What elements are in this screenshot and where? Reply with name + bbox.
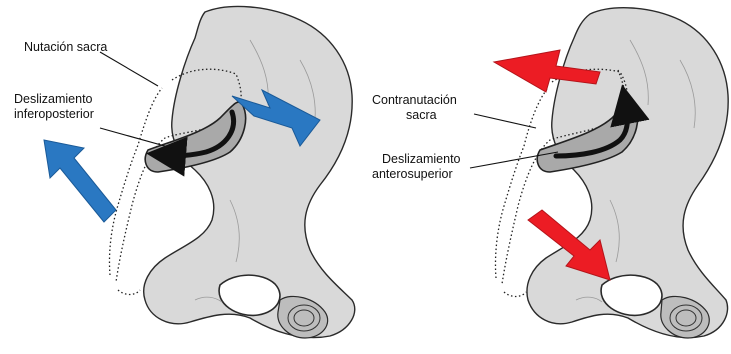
left-leader-deslizamiento bbox=[100, 128, 172, 148]
left-blue-arrow-lower bbox=[44, 140, 116, 222]
left-leader-nutacion bbox=[100, 52, 158, 86]
right-panel: Contranutación sacra Deslizamiento anter… bbox=[372, 8, 728, 338]
left-pelvis-bone bbox=[144, 6, 355, 338]
left-label-nutacion: Nutación sacra bbox=[24, 40, 107, 54]
right-leader-contranutacion bbox=[474, 114, 536, 128]
left-label-deslizamiento-line2: inferoposterior bbox=[14, 107, 94, 121]
left-label-deslizamiento-line1: Deslizamiento bbox=[14, 92, 93, 106]
right-label-contranutacion-line1: Contranutación bbox=[372, 93, 457, 107]
left-panel: Nutación sacra Deslizamiento inferoposte… bbox=[14, 6, 355, 338]
right-label-deslizamiento-line2: anterosuperior bbox=[372, 167, 453, 181]
right-label-deslizamiento-line1: Deslizamiento bbox=[382, 152, 461, 166]
right-label-contranutacion-line2: sacra bbox=[406, 108, 437, 122]
